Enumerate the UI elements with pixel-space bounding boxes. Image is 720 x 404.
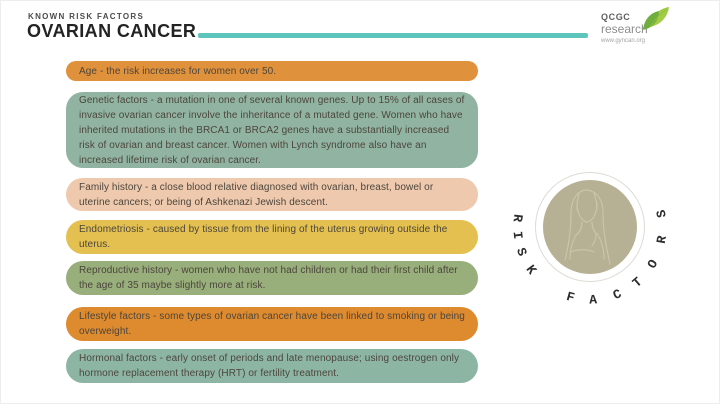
risk-factor-bar: Lifestyle factors - some types of ovaria… <box>66 307 478 341</box>
wheel-letter: C <box>610 286 624 304</box>
wheel-letter: R <box>509 213 526 223</box>
risk-factor-bar: Reproductive history - women who have no… <box>66 261 478 295</box>
risk-factor-text: Endometriosis - caused by tissue from th… <box>79 224 448 250</box>
wheel-letter: T <box>629 274 646 291</box>
risk-factor-text: Age - the risk increases for women over … <box>79 65 277 77</box>
leaf-icon <box>641 5 671 31</box>
risk-factor-bar: Genetic factors - a mutation in one of s… <box>66 92 478 168</box>
logo-org-subname: research <box>601 22 648 36</box>
wheel-letter: R <box>653 234 670 245</box>
wheel-letter: I <box>509 230 526 240</box>
risk-factor-text: Family history - a close blood relative … <box>79 181 434 208</box>
wheel-letter: F <box>564 289 577 306</box>
logo-website-url: www.gyncan.org <box>601 38 646 44</box>
woman-illustration <box>564 189 611 265</box>
wheel-letter: S <box>513 245 530 259</box>
risk-factor-bar: Hormonal factors - early onset of period… <box>66 349 478 383</box>
wheel-disc <box>543 180 637 274</box>
accent-divider-line <box>198 33 588 38</box>
kicker-text: KNOWN RISK FACTORS <box>28 12 145 21</box>
risk-factor-text: Hormonal factors - early onset of period… <box>79 353 460 379</box>
wheel-letter: S <box>653 208 670 219</box>
risk-factor-text: Genetic factors - a mutation in one of s… <box>79 94 465 166</box>
wheel-letter: O <box>644 256 662 272</box>
logo-org-name: QCGC <box>601 12 631 22</box>
risk-factor-bar: Family history - a close blood relative … <box>66 178 478 211</box>
risk-factor-text: Lifestyle factors - some types of ovaria… <box>79 311 465 337</box>
wheel-letter: K <box>522 262 540 278</box>
page-title: OVARIAN CANCER <box>27 21 197 41</box>
wheel-letter: A <box>588 292 598 308</box>
risk-factor-text: Reproductive history - women who have no… <box>79 265 458 291</box>
risk-factor-bar: Endometriosis - caused by tissue from th… <box>66 220 478 254</box>
logo-block: QCGC research www.gyncan.org <box>601 12 648 45</box>
risk-factor-bar: Age - the risk increases for women over … <box>66 61 478 81</box>
